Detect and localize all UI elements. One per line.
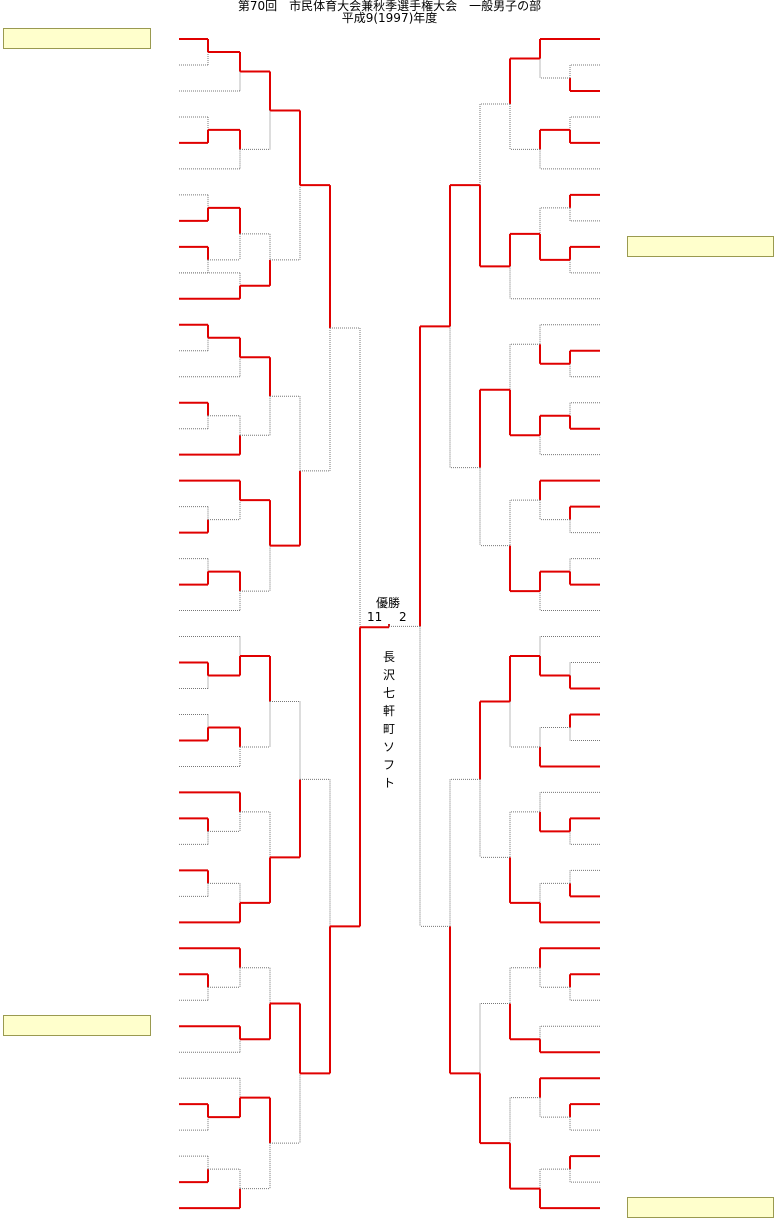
champion-name-char: 沢 <box>382 668 395 682</box>
champion-label: 優勝 <box>376 596 401 610</box>
team-name <box>627 1197 774 1219</box>
final-left-score: 11 <box>367 610 383 624</box>
champion-name-char: 長 <box>382 650 395 664</box>
final-right-score: 2 <box>399 610 407 624</box>
team-name <box>3 28 151 49</box>
page-title: 第70回 市民体育大会兼秋季選手権大会 一般男子の部 <box>237 0 542 13</box>
champion-name-char: フ <box>382 758 395 772</box>
team-name <box>3 1015 151 1037</box>
champion-name-char: ソ <box>382 740 395 754</box>
champion-name-char: 七 <box>382 686 395 700</box>
champion-name-char: 町 <box>382 722 395 736</box>
champion-name-char: 軒 <box>382 704 395 718</box>
page-subtitle: 平成9(1997)年度 <box>341 11 438 25</box>
champion-name-char: ト <box>382 776 395 790</box>
team-name <box>627 235 774 257</box>
champion-team-name: 長沢七軒町ソフト <box>380 648 398 792</box>
